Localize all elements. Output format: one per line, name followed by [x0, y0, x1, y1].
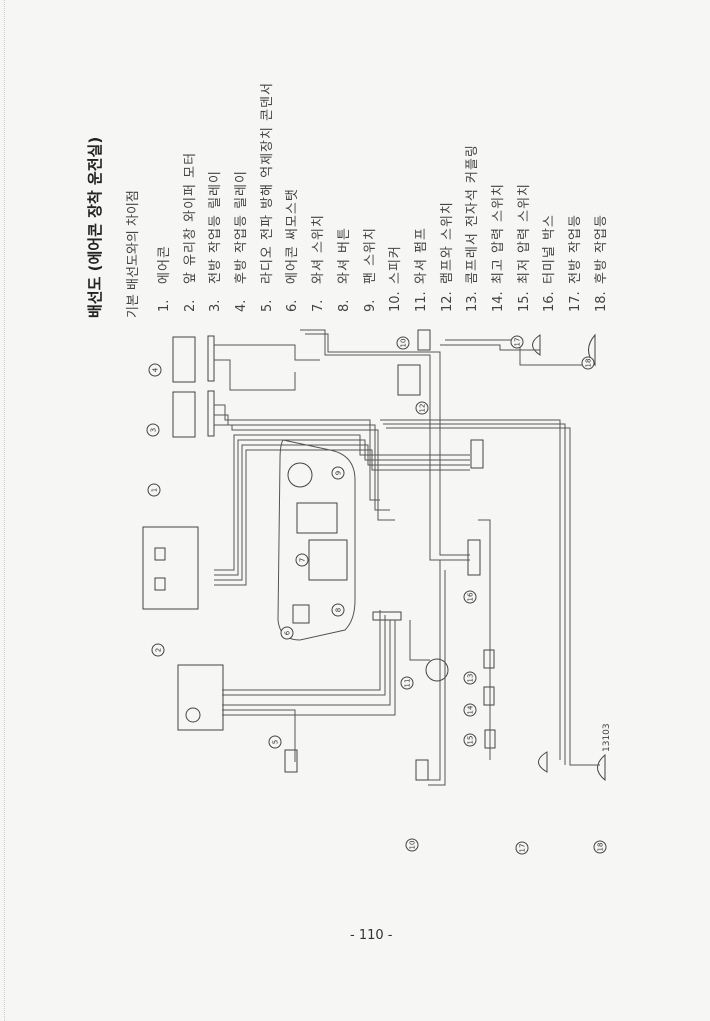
washer-switch — [308, 539, 348, 581]
condenser — [284, 749, 298, 773]
lamp-switch — [397, 364, 421, 396]
callout-label: 15 — [467, 736, 475, 745]
washer-pump — [425, 658, 449, 682]
page-number: - 110 - — [350, 928, 393, 943]
wire-bundle — [214, 329, 600, 786]
motor-icon — [185, 707, 201, 723]
switch-dial — [287, 462, 313, 488]
callout-label: 14 — [467, 705, 475, 714]
fan-switch — [292, 604, 310, 624]
callout-label: 12 — [419, 404, 427, 413]
speaker — [417, 329, 431, 351]
relay-4 — [172, 336, 196, 383]
callout-label: 1 — [151, 488, 159, 492]
callout-label: 3 — [150, 428, 158, 432]
connector — [207, 390, 215, 437]
dashboard-outline — [277, 439, 356, 641]
diagram-code: 13103 — [602, 723, 612, 752]
connector — [372, 611, 402, 621]
compressor-coupling — [483, 649, 495, 669]
front-work-lamp — [532, 334, 541, 356]
callout-label: 11 — [404, 679, 412, 688]
callout-label: 6 — [284, 630, 292, 635]
ac-component — [154, 547, 166, 561]
rear-work-lamp — [597, 753, 606, 782]
callout-label: 5 — [272, 740, 280, 744]
scan-edge — [4, 0, 6, 1021]
callout-label: 17 — [519, 844, 527, 853]
callout-label: 2 — [155, 648, 163, 652]
front-work-lamp — [538, 751, 548, 773]
callout-label: 16 — [467, 592, 475, 601]
callout-label: 4 — [152, 367, 160, 372]
callout-label: 13 — [467, 674, 475, 683]
pressure-switch-high — [483, 686, 495, 706]
callout-label: 10 — [400, 339, 408, 348]
air-conditioner-unit — [142, 526, 199, 610]
ac-component — [154, 577, 166, 591]
connector — [207, 335, 215, 382]
diagram-callouts: 4 3 1 2 5 6 7 8 9 10 10 11 12 13 14 15 1… — [146, 335, 607, 855]
callout-label: 17 — [514, 338, 522, 347]
callout-label: 9 — [335, 471, 343, 475]
callout-label: 7 — [299, 558, 307, 562]
thermostat — [296, 502, 338, 534]
wiper-motor — [177, 664, 224, 731]
callout-label: 18 — [597, 843, 605, 852]
callout-label: 18 — [585, 359, 593, 368]
connector — [470, 439, 484, 469]
callout-label: 8 — [335, 608, 343, 612]
callout-label: 10 — [409, 841, 417, 850]
terminal-box — [467, 539, 481, 576]
speaker — [415, 759, 429, 781]
relay-3 — [172, 391, 196, 438]
